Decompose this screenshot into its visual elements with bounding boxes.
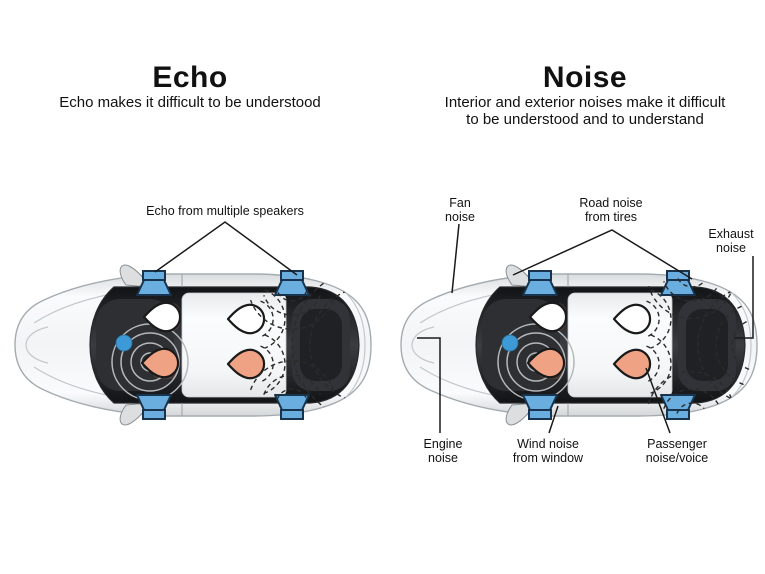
label-line: from window — [512, 451, 584, 466]
noise-car — [401, 265, 757, 425]
label-road-noise: Road noise from tires — [579, 196, 642, 225]
label-line: Passenger — [647, 437, 707, 451]
exhaust-noise-leader-line — [734, 256, 754, 339]
label-line: from tires — [584, 210, 638, 225]
label-line: noise/voice — [645, 451, 709, 466]
label-passenger-noise: Passenger noise/voice — [646, 437, 709, 466]
echo-speakers-leader-line — [154, 221, 298, 276]
label-line: noise — [445, 210, 475, 225]
leader-lines — [154, 221, 754, 434]
fan-noise-leader-line — [451, 223, 460, 294]
label-engine-noise: Engine noise — [424, 437, 463, 466]
label-wind-noise: Wind noise from window — [513, 437, 583, 466]
echo-panel-subtitle: Echo makes it difficult to be understood — [59, 94, 321, 112]
label-line: Echo from multiple speakers — [146, 204, 304, 218]
label-line: Road noise — [579, 196, 643, 210]
echo-car — [15, 265, 371, 425]
noise-panel-subtitle: Interior and exterior noises make it dif… — [444, 94, 726, 129]
label-exhaust-noise: Exhaust noise — [708, 227, 753, 256]
engine-noise-leader-line — [417, 337, 441, 433]
road-noise-leader-line — [512, 229, 693, 280]
label-echo-from-multiple-speakers: Echo from multiple speakers — [146, 204, 304, 218]
label-line: Wind noise — [517, 437, 579, 451]
label-line: Exhaust — [708, 227, 754, 241]
label-line: Fan — [449, 196, 471, 210]
subtitle-line: Echo makes it difficult to be understood — [59, 94, 321, 111]
label-fan-noise: Fan noise — [445, 196, 475, 225]
passenger-noise-leader-line — [645, 367, 671, 434]
noise-panel-title: Noise — [542, 61, 628, 94]
subtitle-line: Interior and exterior noises make it dif… — [444, 94, 726, 111]
echo-wave-arcs-icon — [249, 274, 349, 416]
label-line: noise — [428, 451, 458, 466]
label-line: noise — [716, 241, 746, 256]
wind-noise-leader-line — [548, 405, 559, 434]
label-line: Engine — [423, 437, 463, 451]
noise-wave-arcs-icon — [647, 276, 750, 414]
subtitle-line: to be understood and to understand — [466, 110, 704, 128]
echo-panel-title: Echo — [152, 61, 228, 94]
